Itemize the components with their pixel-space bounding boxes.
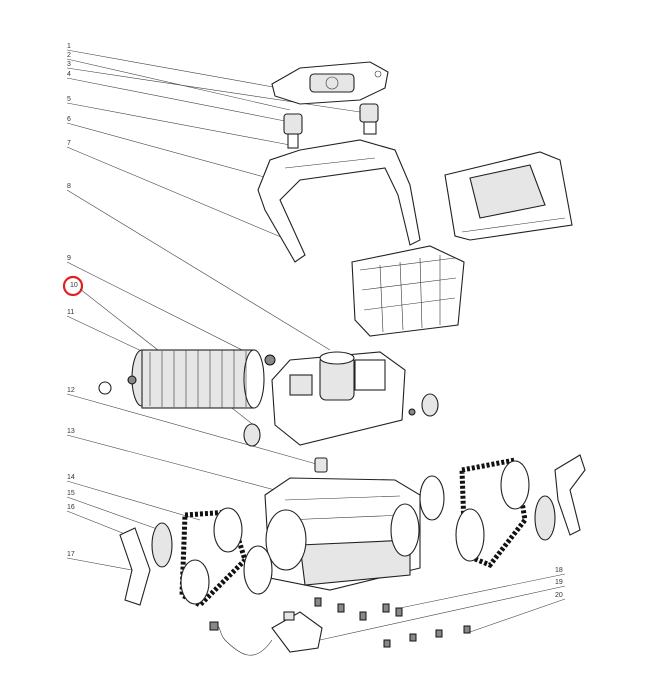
callout-19: 19 xyxy=(555,579,563,586)
callout-10: 10 xyxy=(70,282,78,289)
callout-7: 7 xyxy=(67,140,71,147)
callout-5: 5 xyxy=(67,96,71,103)
small-roller-wheels xyxy=(243,393,439,447)
callout-13: 13 xyxy=(67,428,75,435)
callout-12: 12 xyxy=(67,387,75,394)
left-side-bumper xyxy=(119,527,151,606)
handle xyxy=(257,139,421,263)
callout-4: 4 xyxy=(67,71,71,78)
callout-6: 6 xyxy=(67,116,71,123)
callout-16: 16 xyxy=(67,504,75,511)
swivel-connector-left xyxy=(283,113,303,149)
right-side-bumper xyxy=(554,454,586,536)
right-track-assembly xyxy=(419,457,556,569)
brush-roller xyxy=(98,349,276,409)
callout-20: 20 xyxy=(555,592,563,599)
callout-18: 18 xyxy=(555,567,563,574)
callout-8: 8 xyxy=(67,183,71,190)
callout-labels: 1 2 3 4 5 6 7 8 9 10 11 12 13 14 15 16 1… xyxy=(67,43,563,599)
top-handle-cover xyxy=(271,61,389,105)
callout-1: 1 xyxy=(67,43,71,50)
callout-2: 2 xyxy=(67,52,71,59)
left-track-assembly xyxy=(151,507,273,609)
highlight-circle xyxy=(62,275,84,297)
main-chassis xyxy=(264,477,421,591)
swivel-connector-right xyxy=(359,103,379,135)
callout-3: 3 xyxy=(67,61,71,68)
callout-17: 17 xyxy=(67,551,75,558)
connector-clip xyxy=(314,457,328,473)
callout-11: 11 xyxy=(67,309,74,316)
top-lid xyxy=(444,151,573,241)
callout-15: 15 xyxy=(67,490,75,497)
motor-block xyxy=(271,351,416,446)
filter-basket xyxy=(351,245,465,337)
small-fittings xyxy=(314,597,471,648)
callout-14: 14 xyxy=(67,474,75,481)
power-adapter xyxy=(209,611,323,656)
callout-9: 9 xyxy=(67,255,71,262)
